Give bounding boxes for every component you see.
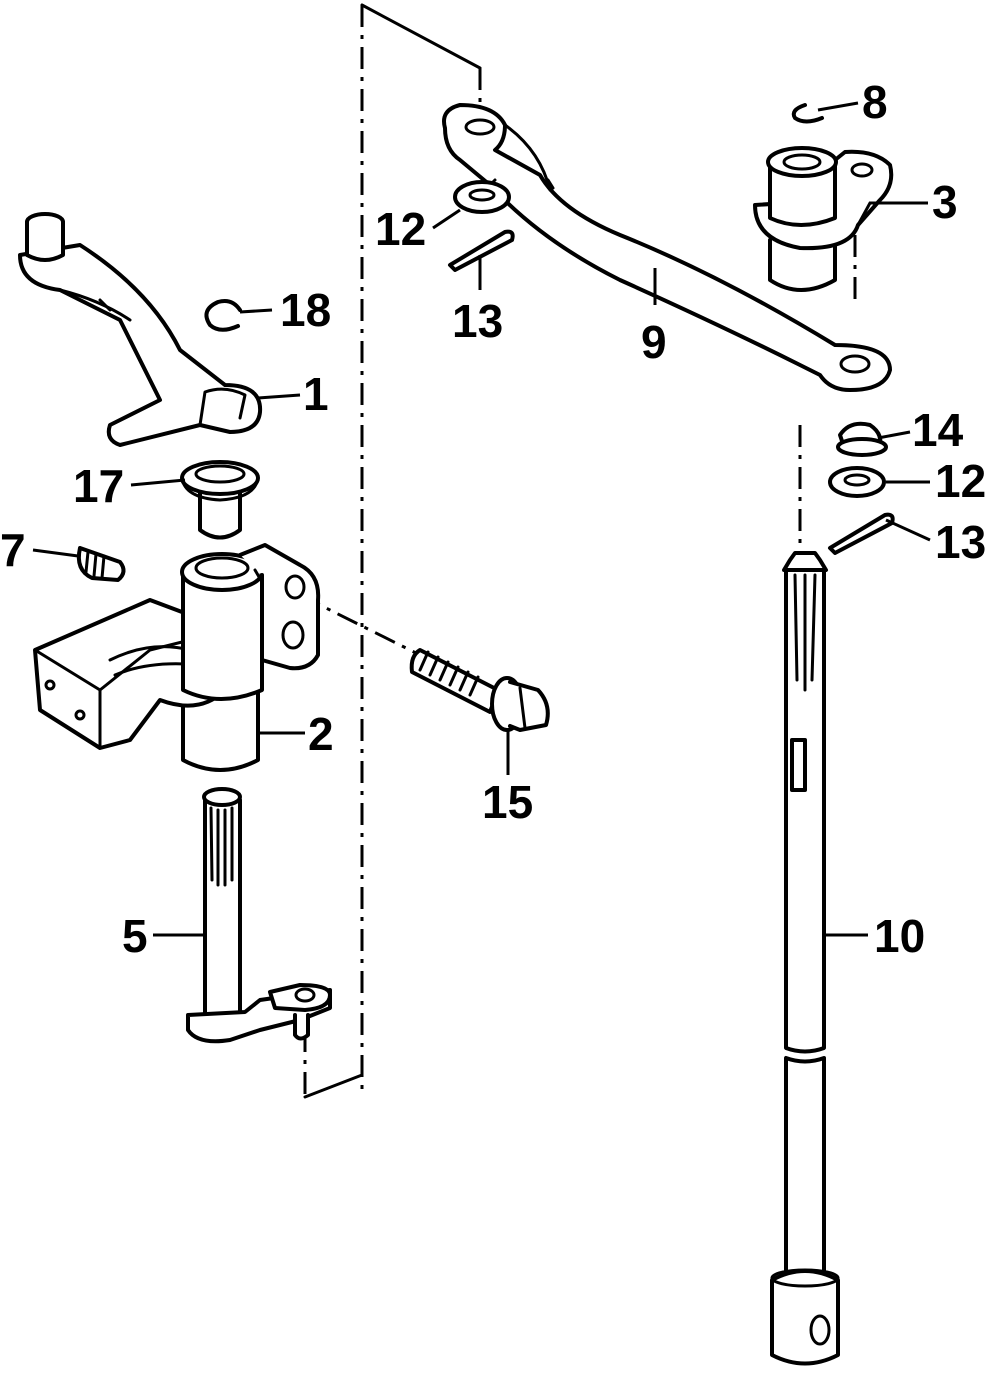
part-7-grease-nipple xyxy=(76,546,126,582)
part-12-washer-lower xyxy=(828,466,886,498)
callout-label-12-lower: 12 xyxy=(935,455,986,507)
callout-labels: 8 3 12 13 9 18 1 17 14 12 13 7 2 15 5 10 xyxy=(0,76,986,962)
callout-label-1: 1 xyxy=(303,368,329,420)
callout-label-13-lower: 13 xyxy=(935,516,986,568)
part-15-bushing xyxy=(180,460,260,540)
leader-lines xyxy=(32,101,931,937)
part-18-bolt xyxy=(409,648,550,732)
part-8-shift-rod xyxy=(770,551,840,1366)
part-1-lever-arm xyxy=(18,212,263,447)
part-14-nut xyxy=(836,421,888,457)
callout-label-2: 2 xyxy=(308,708,334,760)
callout-label-7: 7 xyxy=(0,524,26,576)
callout-label-13-upper: 13 xyxy=(452,295,503,347)
part-13-cotter-pin-upper xyxy=(448,229,515,272)
callout-label-12-upper: 12 xyxy=(375,203,426,255)
callout-label-8: 10 xyxy=(874,910,925,962)
part-5-splined-shaft xyxy=(186,787,332,1044)
callout-label-3: 3 xyxy=(932,176,958,228)
callout-label-15: 17 xyxy=(73,460,124,512)
part-12-washer-upper xyxy=(453,180,511,214)
part-13-cotter-pin-lower xyxy=(828,512,895,555)
callout-label-10: 8 xyxy=(862,76,888,128)
callout-label-5: 5 xyxy=(122,910,148,962)
callout-label-14: 14 xyxy=(912,404,964,456)
part-17-e-clip xyxy=(204,299,242,332)
part-10-circlip xyxy=(791,103,824,124)
callout-label-9: 9 xyxy=(641,316,667,368)
part-2-lever-housing xyxy=(33,543,321,772)
callout-label-18: 15 xyxy=(482,776,533,828)
callout-label-17: 18 xyxy=(280,284,331,336)
part-3-collar xyxy=(753,146,894,292)
